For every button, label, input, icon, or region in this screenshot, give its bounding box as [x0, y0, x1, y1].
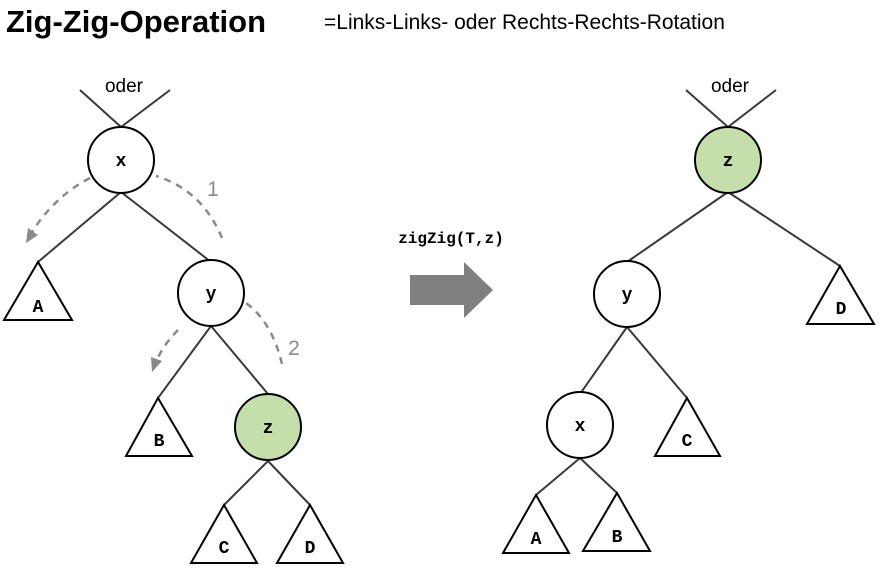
- before-node-y-label: y: [206, 285, 217, 305]
- before-rotation-arrow-2: [154, 329, 179, 363]
- after-node-z: [694, 126, 762, 194]
- before-parent-edge-right: [120, 89, 171, 128]
- after-subtree-b: [581, 491, 652, 552]
- after-subtree-a: [501, 492, 571, 554]
- after-parent-edge-left: [685, 89, 729, 128]
- before-edge-x-a: [37, 191, 122, 263]
- after-edge-y-c: [626, 326, 688, 399]
- before-node-z: [234, 393, 302, 461]
- after-node-x: [546, 391, 614, 459]
- before-edge-x-y: [120, 191, 212, 263]
- after-subtree-c-label: C: [682, 432, 693, 452]
- after-node-x-label: x: [575, 417, 586, 437]
- after-edge-x-b: [579, 457, 618, 494]
- after-subtree-d-label: D: [836, 300, 847, 320]
- before-subtree-b: [124, 395, 194, 457]
- before-subtree-d: [275, 502, 345, 564]
- before-connector-label: oder: [105, 76, 144, 97]
- before-node-x: [87, 126, 155, 194]
- rotation-step-1: 1: [207, 178, 219, 201]
- after-node-z-label: z: [723, 152, 734, 172]
- before-subtree-b-label: B: [154, 432, 165, 452]
- before-rotation-arc-1: [155, 174, 224, 239]
- page-title: Zig-Zig-Operation: [6, 4, 267, 39]
- before-edge-z-c: [223, 460, 269, 506]
- after-node-y: [593, 260, 661, 328]
- before-node-z-label: z: [263, 419, 274, 439]
- operation-label: zigZig(T,z): [398, 230, 504, 248]
- after-edge-z-y: [626, 191, 729, 263]
- before-edge-y-z: [210, 325, 269, 395]
- transform-arrow-icon: [410, 262, 493, 318]
- before-subtree-a: [2, 260, 74, 321]
- after-parent-edge-right: [727, 89, 777, 128]
- page-subtitle: =Links-Links- oder Rechts-Rechts-Rotatio…: [324, 11, 725, 34]
- before-tree: oder 1 2 x y z A B C: [2, 76, 345, 564]
- after-subtree-b-label: B: [612, 528, 623, 548]
- after-subtree-d: [805, 264, 876, 325]
- rotation-step-2: 2: [288, 337, 300, 360]
- after-node-y-label: y: [622, 286, 633, 306]
- after-connector-label: oder: [711, 76, 750, 97]
- before-subtree-a-label: A: [33, 298, 44, 318]
- after-subtree-c: [653, 395, 722, 457]
- before-node-x-label: x: [116, 152, 127, 172]
- after-edge-x-a: [535, 457, 581, 496]
- before-rotation-arrowhead-1: [26, 228, 38, 243]
- before-subtree-d-label: D: [305, 539, 316, 559]
- operation-group: zigZig(T,z): [398, 230, 504, 318]
- after-edge-y-x: [579, 326, 628, 395]
- after-subtree-a-label: A: [531, 530, 542, 550]
- before-subtree-c: [189, 502, 259, 564]
- after-tree: oder z y x D C A B: [501, 76, 876, 554]
- before-rotation-arc-2: [245, 301, 284, 365]
- before-edge-y-b: [157, 325, 212, 399]
- before-rotation-arrowhead-2: [151, 357, 162, 372]
- before-node-y: [177, 259, 245, 327]
- after-edge-z-d: [727, 191, 841, 267]
- before-rotation-arrow-1: [30, 176, 91, 233]
- before-subtree-c-label: C: [219, 539, 230, 559]
- before-edge-z-d: [267, 460, 311, 506]
- before-parent-edge-left: [79, 89, 122, 128]
